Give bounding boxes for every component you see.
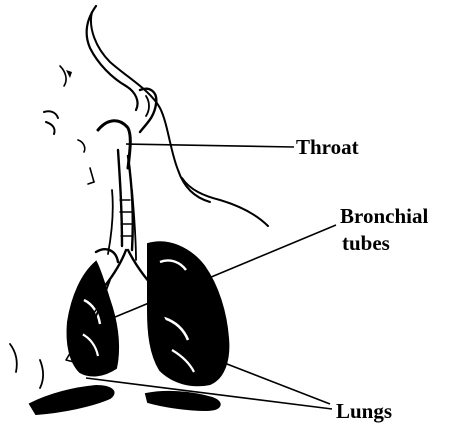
left-lung — [68, 249, 119, 375]
throat-trachea — [98, 121, 133, 250]
right-lung — [148, 242, 228, 385]
throat-leader-line — [126, 144, 294, 147]
ear-outline — [140, 89, 156, 132]
bronchial-label-line2: tubes — [342, 231, 390, 255]
head-outline — [60, 6, 210, 202]
bronchial-label-line1: Bronchial — [340, 204, 428, 228]
face-marks — [44, 111, 94, 184]
throat-label: Throat — [296, 135, 359, 159]
lungs-label: Lungs — [336, 399, 392, 423]
